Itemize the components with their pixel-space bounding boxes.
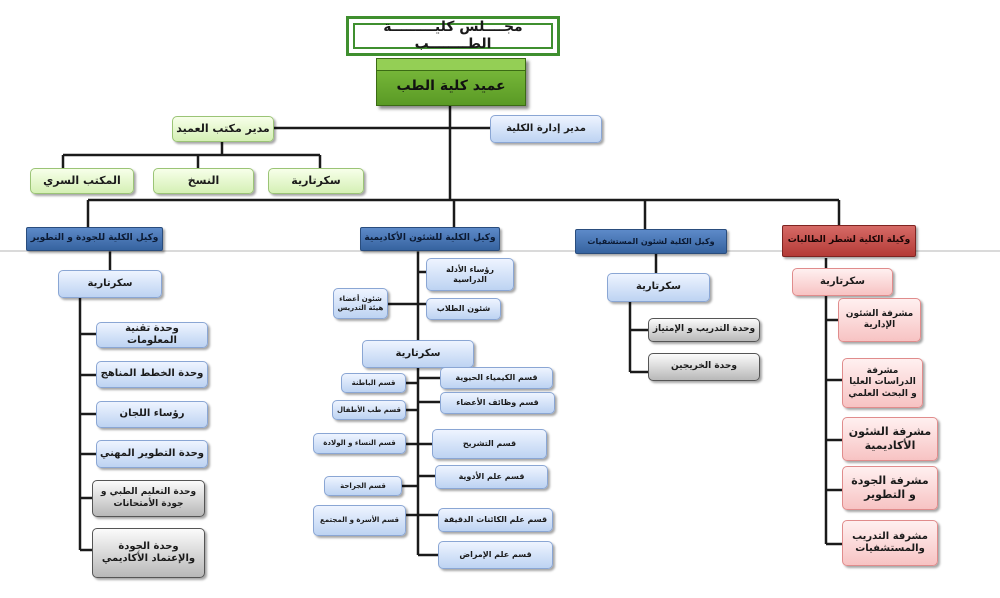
department-label: قسم علم الإمراض: [459, 550, 532, 559]
dean-box: عميد كلية الطب: [376, 58, 526, 106]
dean-office-manager-label: مدير مكتب العميد: [176, 122, 270, 136]
department-label: قسم وظائف الأعضاء: [456, 398, 539, 407]
female-unit-box: مشرفة الشئون الأكاديمية: [842, 417, 938, 461]
hospitals-secretariat-label: سكرتارية: [636, 281, 681, 293]
hospital-unit-box: وحدة التدريب و الإمتياز: [648, 318, 760, 342]
confidential-office-label: المكتب السري: [43, 174, 121, 188]
hospital-unit-label: وحدة التدريب و الإمتياز: [652, 324, 756, 335]
quality-secretariat-label: سكرتارية: [87, 277, 133, 289]
department-box: قسم التشريح: [432, 429, 547, 459]
vice-dean-hospitals-label: وكيل الكلية لشئون المستشفيات: [587, 236, 715, 246]
department-box: قسم علم الأدوية: [435, 465, 548, 489]
department-label: قسم الباطنة: [351, 378, 396, 387]
copying-box: النسخ: [153, 168, 254, 194]
department-label: قسم الجراحة: [340, 481, 386, 490]
female-unit-label: مشرفة التدريب والمستشفيات: [852, 530, 928, 555]
department-box: قسم طب الأطفال: [332, 400, 406, 420]
quality-unit-box: وحدة تقنية المعلومات: [96, 322, 208, 348]
quality-unit-label: وحدة التعليم الطبي و جودة الأمتحانات: [100, 487, 197, 509]
faculty-affairs-label: شئون أعضاء هيئة التدريس: [337, 294, 384, 312]
quality-unit-label: وحدة الخطط المناهج: [100, 368, 204, 380]
department-label: قسم علم الكائنات الدقيقة: [443, 515, 548, 524]
quality-unit-box: رؤساء اللجان: [96, 401, 208, 428]
hospitals-secretariat-box: سكرتارية: [607, 273, 710, 302]
female-secretariat-box: سكرتارية: [792, 268, 893, 296]
department-box: قسم علم الكائنات الدقيقة: [438, 508, 553, 532]
department-box: قسم الجراحة: [324, 476, 402, 496]
quality-unit-box: وحدة الجودة والإعتماد الأكاديمي: [92, 528, 205, 578]
dean-label: عميد كلية الطب: [396, 78, 506, 95]
dean-office-manager-box: مدير مكتب العميد: [172, 116, 274, 142]
vice-dean-quality-label: وكيل الكلية للجودة و التطوير: [30, 233, 159, 244]
vice-dean-hospitals-box: وكيل الكلية لشئون المستشفيات: [575, 229, 727, 254]
department-box: قسم الأسرة و المجتمع: [313, 505, 406, 536]
quality-unit-box: وحدة الخطط المناهج: [96, 361, 208, 388]
female-unit-box: مشرفة الجودة و التطوير: [842, 466, 938, 510]
quality-unit-label: وحدة الجودة والإعتماد الأكاديمي: [101, 540, 196, 565]
female-unit-box: مشرفة الشئون الإدارية: [838, 298, 921, 342]
department-box: قسم الكيمياء الحيوية: [440, 367, 553, 389]
course-heads-label: رؤساء الأدلة الدراسية: [446, 264, 494, 284]
college-admin-box: مدير إدارة الكلية: [490, 115, 602, 143]
office-secretariat-box: سكرتارية: [268, 168, 364, 194]
department-label: قسم الكيمياء الحيوية: [455, 373, 538, 382]
council-label: مجــــلس كليـــــــــة الطــــــــب: [383, 18, 523, 52]
vice-dean-female-label: وكيلة الكلية لشطر الطالبات: [787, 235, 911, 246]
copying-label: النسخ: [187, 174, 220, 188]
office-secretariat-label: سكرتارية: [291, 174, 341, 188]
vice-dean-quality-box: وكيل الكلية للجودة و التطوير: [26, 227, 163, 251]
quality-secretariat-box: سكرتارية: [58, 270, 162, 298]
female-secretariat-label: سكرتارية: [820, 275, 865, 287]
confidential-office-box: المكتب السري: [30, 168, 134, 194]
quality-unit-label: وحدة تقنية المعلومات: [125, 322, 179, 346]
department-label: قسم طب الأطفال: [336, 405, 402, 414]
department-label: قسم الأسرة و المجتمع: [320, 516, 399, 525]
female-unit-label: مشرفة الشئون الأكاديمية: [848, 425, 932, 452]
hospital-unit-label: وحدة الخريجين: [671, 361, 737, 372]
department-box: قسم الباطنة: [341, 373, 406, 393]
quality-unit-box: وحدة التطوير المهني: [96, 440, 208, 468]
female-unit-box: مشرفة الدراسات العليا و البحث العلمي: [842, 358, 923, 408]
academic-secretariat-label: سكرتارية: [395, 347, 441, 359]
female-unit-box: مشرفة التدريب والمستشفيات: [842, 520, 938, 566]
faculty-affairs-box: شئون أعضاء هيئة التدريس: [333, 288, 388, 319]
academic-secretariat-box: سكرتارية: [362, 340, 474, 368]
female-unit-label: مشرفة الدراسات العليا و البحث العلمي: [848, 366, 917, 399]
quality-unit-label: رؤساء اللجان: [119, 408, 185, 420]
quality-unit-box: وحدة التعليم الطبي و جودة الأمتحانات: [92, 480, 205, 517]
hospital-unit-box: وحدة الخريجين: [648, 353, 760, 381]
vice-dean-female-box: وكيلة الكلية لشطر الطالبات: [782, 225, 916, 257]
female-unit-label: مشرفة الشئون الإدارية: [845, 308, 914, 330]
college-admin-label: مدير إدارة الكلية: [506, 122, 586, 134]
vice-dean-academic-box: وكيل الكلية للشئون الأكاديمية: [360, 227, 500, 251]
quality-unit-label: وحدة التطوير المهني: [99, 447, 204, 459]
student-affairs-box: شئون الطلاب: [426, 298, 501, 320]
department-box: قسم النساء و الولادة: [313, 433, 406, 454]
department-box: قسم علم الإمراض: [438, 541, 553, 569]
female-unit-label: مشرفة الجودة و التطوير: [851, 474, 929, 501]
department-label: قسم علم الأدوية: [458, 472, 525, 481]
student-affairs-label: شئون الطلاب: [436, 304, 491, 313]
course-heads-box: رؤساء الأدلة الدراسية: [426, 258, 514, 291]
department-label: قسم النساء و الولادة: [323, 439, 396, 448]
faculty-council-box: مجــــلس كليـــــــــة الطــــــــب: [346, 16, 560, 56]
department-box: قسم وظائف الأعضاء: [440, 392, 555, 414]
department-label: قسم التشريح: [462, 439, 517, 448]
vice-dean-academic-label: وكيل الكلية للشئون الأكاديمية: [364, 233, 496, 244]
